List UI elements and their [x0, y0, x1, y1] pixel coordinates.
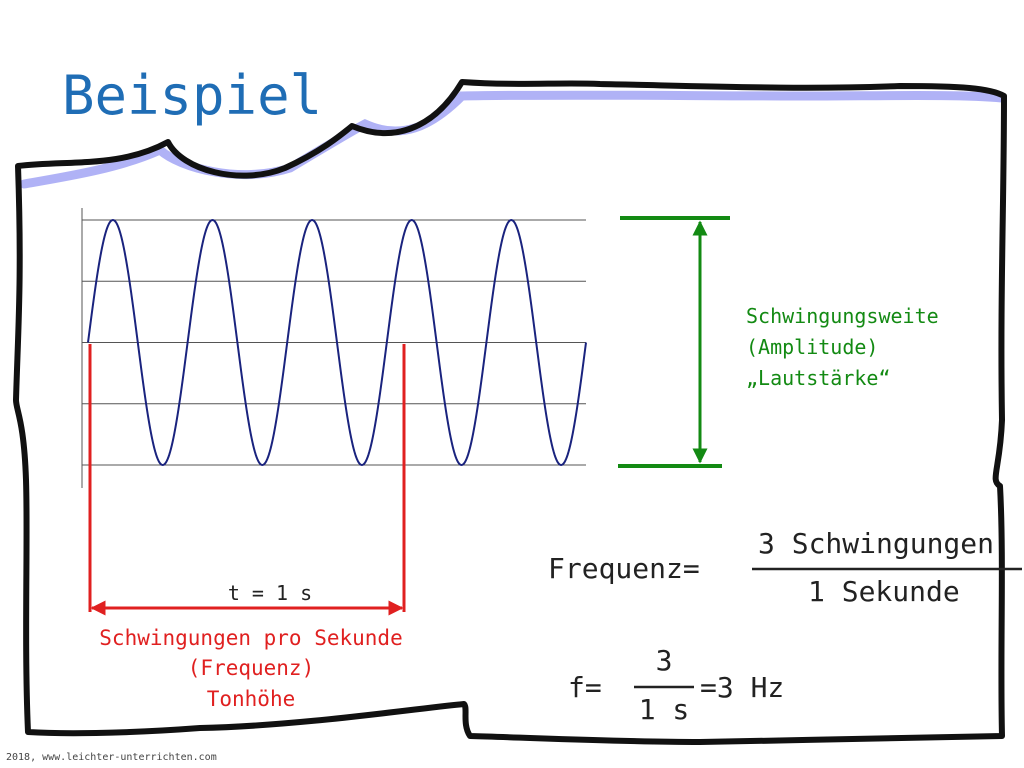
frequency-caption-line-3: Tonhöhe — [207, 687, 296, 711]
sine-wave-line — [87, 218, 587, 467]
frequency-caption-line-2: (Frequenz) — [188, 656, 314, 680]
amplitude-caption-line-3: „Lautstärke“ — [746, 366, 891, 390]
formula-unit-result: =3 Hz — [700, 671, 784, 704]
footer-credit: 2018, www.leichter-unterrichten.com — [6, 752, 217, 763]
amplitude-caption-line-2: (Amplitude) — [746, 335, 878, 359]
frequency-word-formula: Frequenz= 3 Schwingungen 1 Sekunde — [548, 527, 1022, 608]
formula-word-lhs: Frequenz= — [548, 552, 700, 585]
period-annotation: t = 1 s Schwingungen pro Sekunde (Freque… — [88, 344, 406, 711]
formula-word-numerator: 3 Schwingungen — [758, 527, 994, 560]
frequency-unit-formula: f= 3 1 s =3 Hz — [568, 644, 784, 726]
formula-unit-denominator: 1 s — [639, 693, 690, 726]
sine-wave-chart — [81, 208, 587, 488]
frequency-caption-line-1: Schwingungen pro Sekunde — [99, 626, 402, 650]
slide-title: Beispiel — [62, 64, 322, 127]
formula-word-denominator: 1 Sekunde — [808, 575, 960, 608]
amplitude-caption-line-1: Schwingungsweite — [746, 304, 939, 328]
formula-unit-lhs: f= — [568, 671, 602, 704]
time-label: t = 1 s — [228, 581, 312, 605]
frame-outline — [13, 79, 1007, 745]
formula-unit-numerator: 3 — [656, 644, 673, 677]
hand-drawn-frame — [13, 79, 1007, 745]
amplitude-annotation: Schwingungsweite (Amplitude) „Lautstärke… — [618, 216, 939, 468]
